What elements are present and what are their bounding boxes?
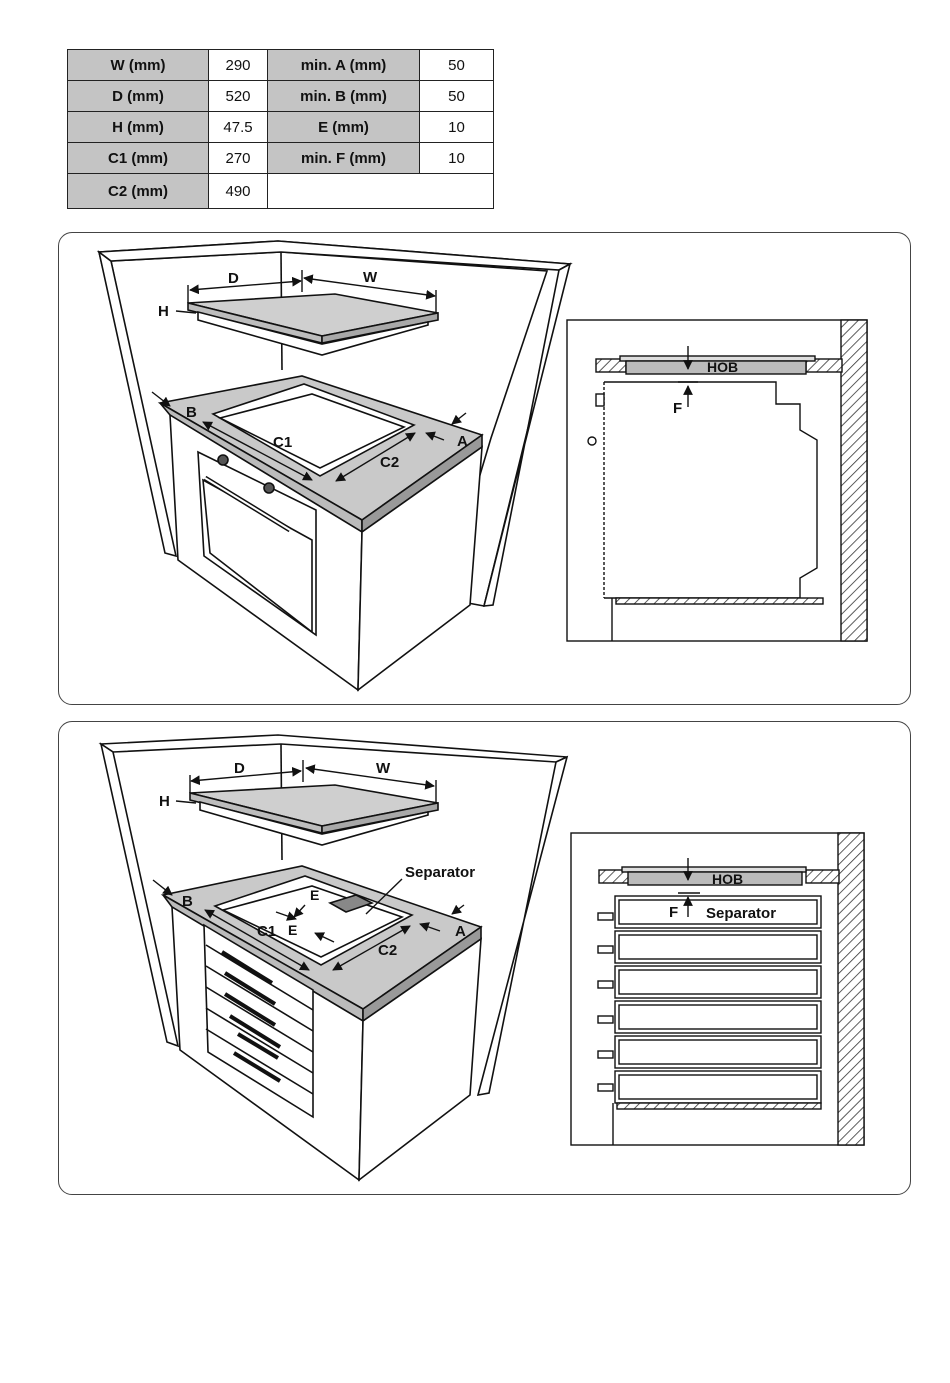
label-w: W bbox=[363, 269, 378, 286]
label-a: A bbox=[455, 923, 466, 940]
drawer-3d-view bbox=[101, 735, 567, 1180]
oven-3d-view bbox=[99, 241, 570, 690]
label-c1: C1 bbox=[257, 923, 276, 940]
label-hob: HOB bbox=[707, 359, 738, 375]
label-a: A bbox=[457, 433, 468, 450]
label-c2: C2 bbox=[380, 454, 399, 471]
label-d: D bbox=[228, 270, 239, 287]
label-e: E bbox=[310, 887, 319, 903]
label-h: H bbox=[158, 303, 169, 320]
label-separator: Separator bbox=[706, 905, 776, 922]
label-h: H bbox=[159, 793, 170, 810]
label-f: F bbox=[669, 904, 678, 921]
label-b: B bbox=[186, 404, 197, 421]
label-e: E bbox=[288, 922, 297, 938]
label-c1: C1 bbox=[273, 434, 292, 451]
label-f: F bbox=[673, 400, 682, 417]
label-d: D bbox=[234, 760, 245, 777]
label-b: B bbox=[182, 893, 193, 910]
label-hob: HOB bbox=[712, 871, 743, 887]
label-w: W bbox=[376, 760, 391, 777]
label-separator: Separator bbox=[405, 864, 475, 881]
label-c2: C2 bbox=[378, 942, 397, 959]
